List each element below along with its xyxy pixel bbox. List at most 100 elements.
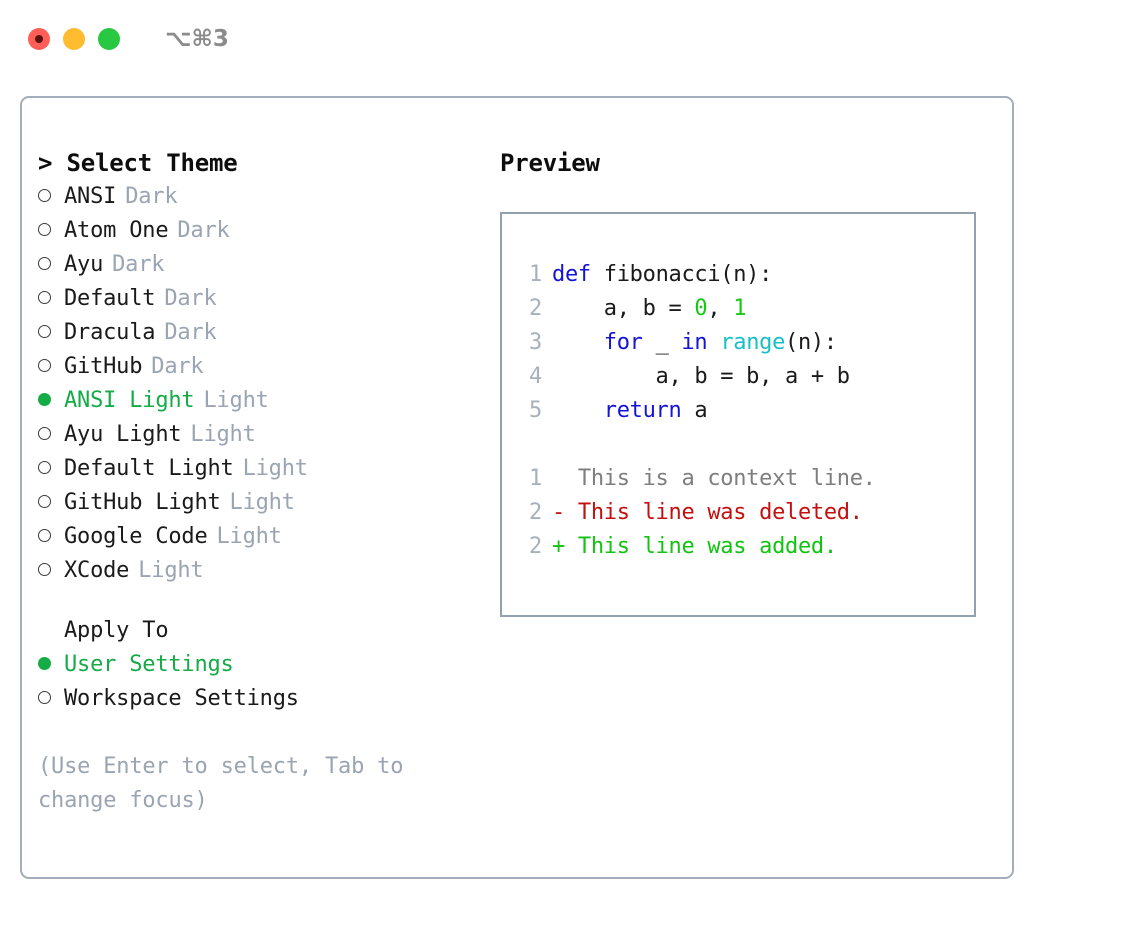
line-number: 2 bbox=[529, 534, 542, 559]
radio-unselected-icon[interactable] bbox=[38, 248, 64, 282]
radio-glyph bbox=[38, 691, 51, 704]
radio-unselected-icon[interactable] bbox=[38, 554, 64, 588]
line-number: 2 bbox=[529, 296, 542, 321]
close-button[interactable] bbox=[28, 28, 50, 50]
theme-item-label: XCode bbox=[64, 558, 130, 583]
code-gap bbox=[514, 428, 876, 462]
theme-item-label: Default Light bbox=[64, 456, 234, 481]
radio-unselected-icon[interactable] bbox=[38, 452, 64, 486]
code-token: - This line was deleted. bbox=[552, 500, 863, 525]
radio-glyph bbox=[38, 359, 51, 372]
theme-variant-badge: Dark bbox=[125, 184, 178, 209]
radio-glyph bbox=[38, 257, 51, 270]
code-line: 4 a, b = b, a + b bbox=[514, 360, 876, 394]
code-token: for bbox=[603, 330, 643, 355]
code-token: This is a context line. bbox=[552, 466, 876, 491]
theme-variant-badge: Light bbox=[203, 388, 269, 413]
keyboard-hint: (Use Enter to select, Tab to change focu… bbox=[38, 754, 404, 813]
theme-item-label: ANSI Light bbox=[64, 388, 195, 413]
radio-unselected-icon[interactable] bbox=[38, 520, 64, 554]
code-token: (n): bbox=[785, 330, 837, 355]
theme-item-label: Dracula bbox=[64, 320, 156, 345]
code-token: a, b = b, a + b bbox=[552, 364, 851, 389]
radio-unselected-icon[interactable] bbox=[38, 418, 64, 452]
code-token: 1 bbox=[733, 296, 747, 321]
radio-glyph bbox=[38, 461, 51, 474]
radio-glyph bbox=[38, 563, 51, 576]
theme-item-ayu[interactable]: Ayu Dark bbox=[38, 248, 468, 282]
radio-unselected-icon[interactable] bbox=[38, 682, 64, 716]
code-token: in bbox=[681, 330, 708, 355]
radio-selected-icon[interactable] bbox=[38, 384, 64, 418]
code-token: def bbox=[552, 262, 591, 287]
radio-unselected-icon[interactable] bbox=[38, 180, 64, 214]
theme-item-label: Ayu bbox=[64, 252, 104, 277]
radio-glyph bbox=[38, 427, 51, 440]
line-number: 3 bbox=[529, 330, 542, 355]
minimize-button[interactable] bbox=[63, 28, 85, 50]
line-number: 4 bbox=[529, 364, 542, 389]
theme-variant-badge: Dark bbox=[164, 320, 217, 345]
traffic-lights bbox=[28, 28, 120, 50]
theme-item-atom-one[interactable]: Atom One Dark bbox=[38, 214, 468, 248]
code-token: a bbox=[681, 398, 708, 423]
radio-glyph bbox=[38, 393, 51, 406]
maximize-button[interactable] bbox=[98, 28, 120, 50]
window-title: ⌥⌘3 bbox=[165, 26, 229, 52]
code-token: return bbox=[603, 398, 682, 423]
theme-item-label: Ayu Light bbox=[64, 422, 182, 447]
code-line: 2 a, b = 0, 1 bbox=[514, 292, 876, 326]
radio-unselected-icon[interactable] bbox=[38, 486, 64, 520]
radio-unselected-icon[interactable] bbox=[38, 282, 64, 316]
select-theme-header: > Select Theme bbox=[38, 149, 238, 177]
apply-item-label: Workspace Settings bbox=[64, 686, 299, 711]
theme-variant-badge: Dark bbox=[112, 252, 165, 277]
radio-selected-icon[interactable] bbox=[38, 648, 64, 682]
radio-unselected-icon[interactable] bbox=[38, 350, 64, 384]
theme-item-default-light[interactable]: Default Light Light bbox=[38, 452, 468, 486]
radio-glyph bbox=[38, 495, 51, 508]
theme-item-label: ANSI bbox=[64, 184, 117, 209]
code-token: range bbox=[720, 330, 786, 355]
apply-item-user-settings[interactable]: User Settings bbox=[38, 648, 468, 682]
theme-item-ansi[interactable]: ANSI Dark bbox=[38, 180, 468, 214]
theme-item-label: Default bbox=[64, 286, 156, 311]
code-token bbox=[707, 326, 720, 360]
radio-glyph bbox=[38, 657, 51, 670]
line-number: 1 bbox=[529, 262, 542, 287]
code-token: 0 bbox=[694, 296, 708, 321]
radio-unselected-icon[interactable] bbox=[38, 214, 64, 248]
theme-item-label: Atom One bbox=[64, 218, 169, 243]
line-number: 5 bbox=[529, 398, 542, 423]
code-token: , bbox=[707, 296, 734, 321]
apply-to-header: Apply To bbox=[64, 618, 169, 643]
theme-variant-badge: Light bbox=[242, 456, 308, 481]
apply-item-workspace-settings[interactable]: Workspace Settings bbox=[38, 682, 468, 716]
radio-unselected-icon[interactable] bbox=[38, 316, 64, 350]
code-token: _ bbox=[642, 330, 682, 355]
theme-item-label: GitHub bbox=[64, 354, 143, 379]
theme-variant-badge: Dark bbox=[151, 354, 204, 379]
preview-header: Preview bbox=[500, 149, 600, 177]
theme-item-github[interactable]: GitHub Dark bbox=[38, 350, 468, 384]
radio-glyph bbox=[38, 291, 51, 304]
code-token: fibonacci(n): bbox=[590, 262, 773, 287]
code-token: + This line was added. bbox=[552, 534, 837, 559]
code-token bbox=[552, 326, 604, 360]
theme-variant-badge: Dark bbox=[177, 218, 230, 243]
preview-column: Preview 1 def fibonacci(n): 2 a, b = 0, 1 3… bbox=[500, 146, 990, 617]
theme-item-label: GitHub Light bbox=[64, 490, 221, 515]
theme-item-ansi-light[interactable]: ANSI Light Light bbox=[38, 384, 468, 418]
theme-item-dracula[interactable]: Dracula Dark bbox=[38, 316, 468, 350]
radio-glyph bbox=[38, 529, 51, 542]
radio-glyph bbox=[38, 223, 51, 236]
